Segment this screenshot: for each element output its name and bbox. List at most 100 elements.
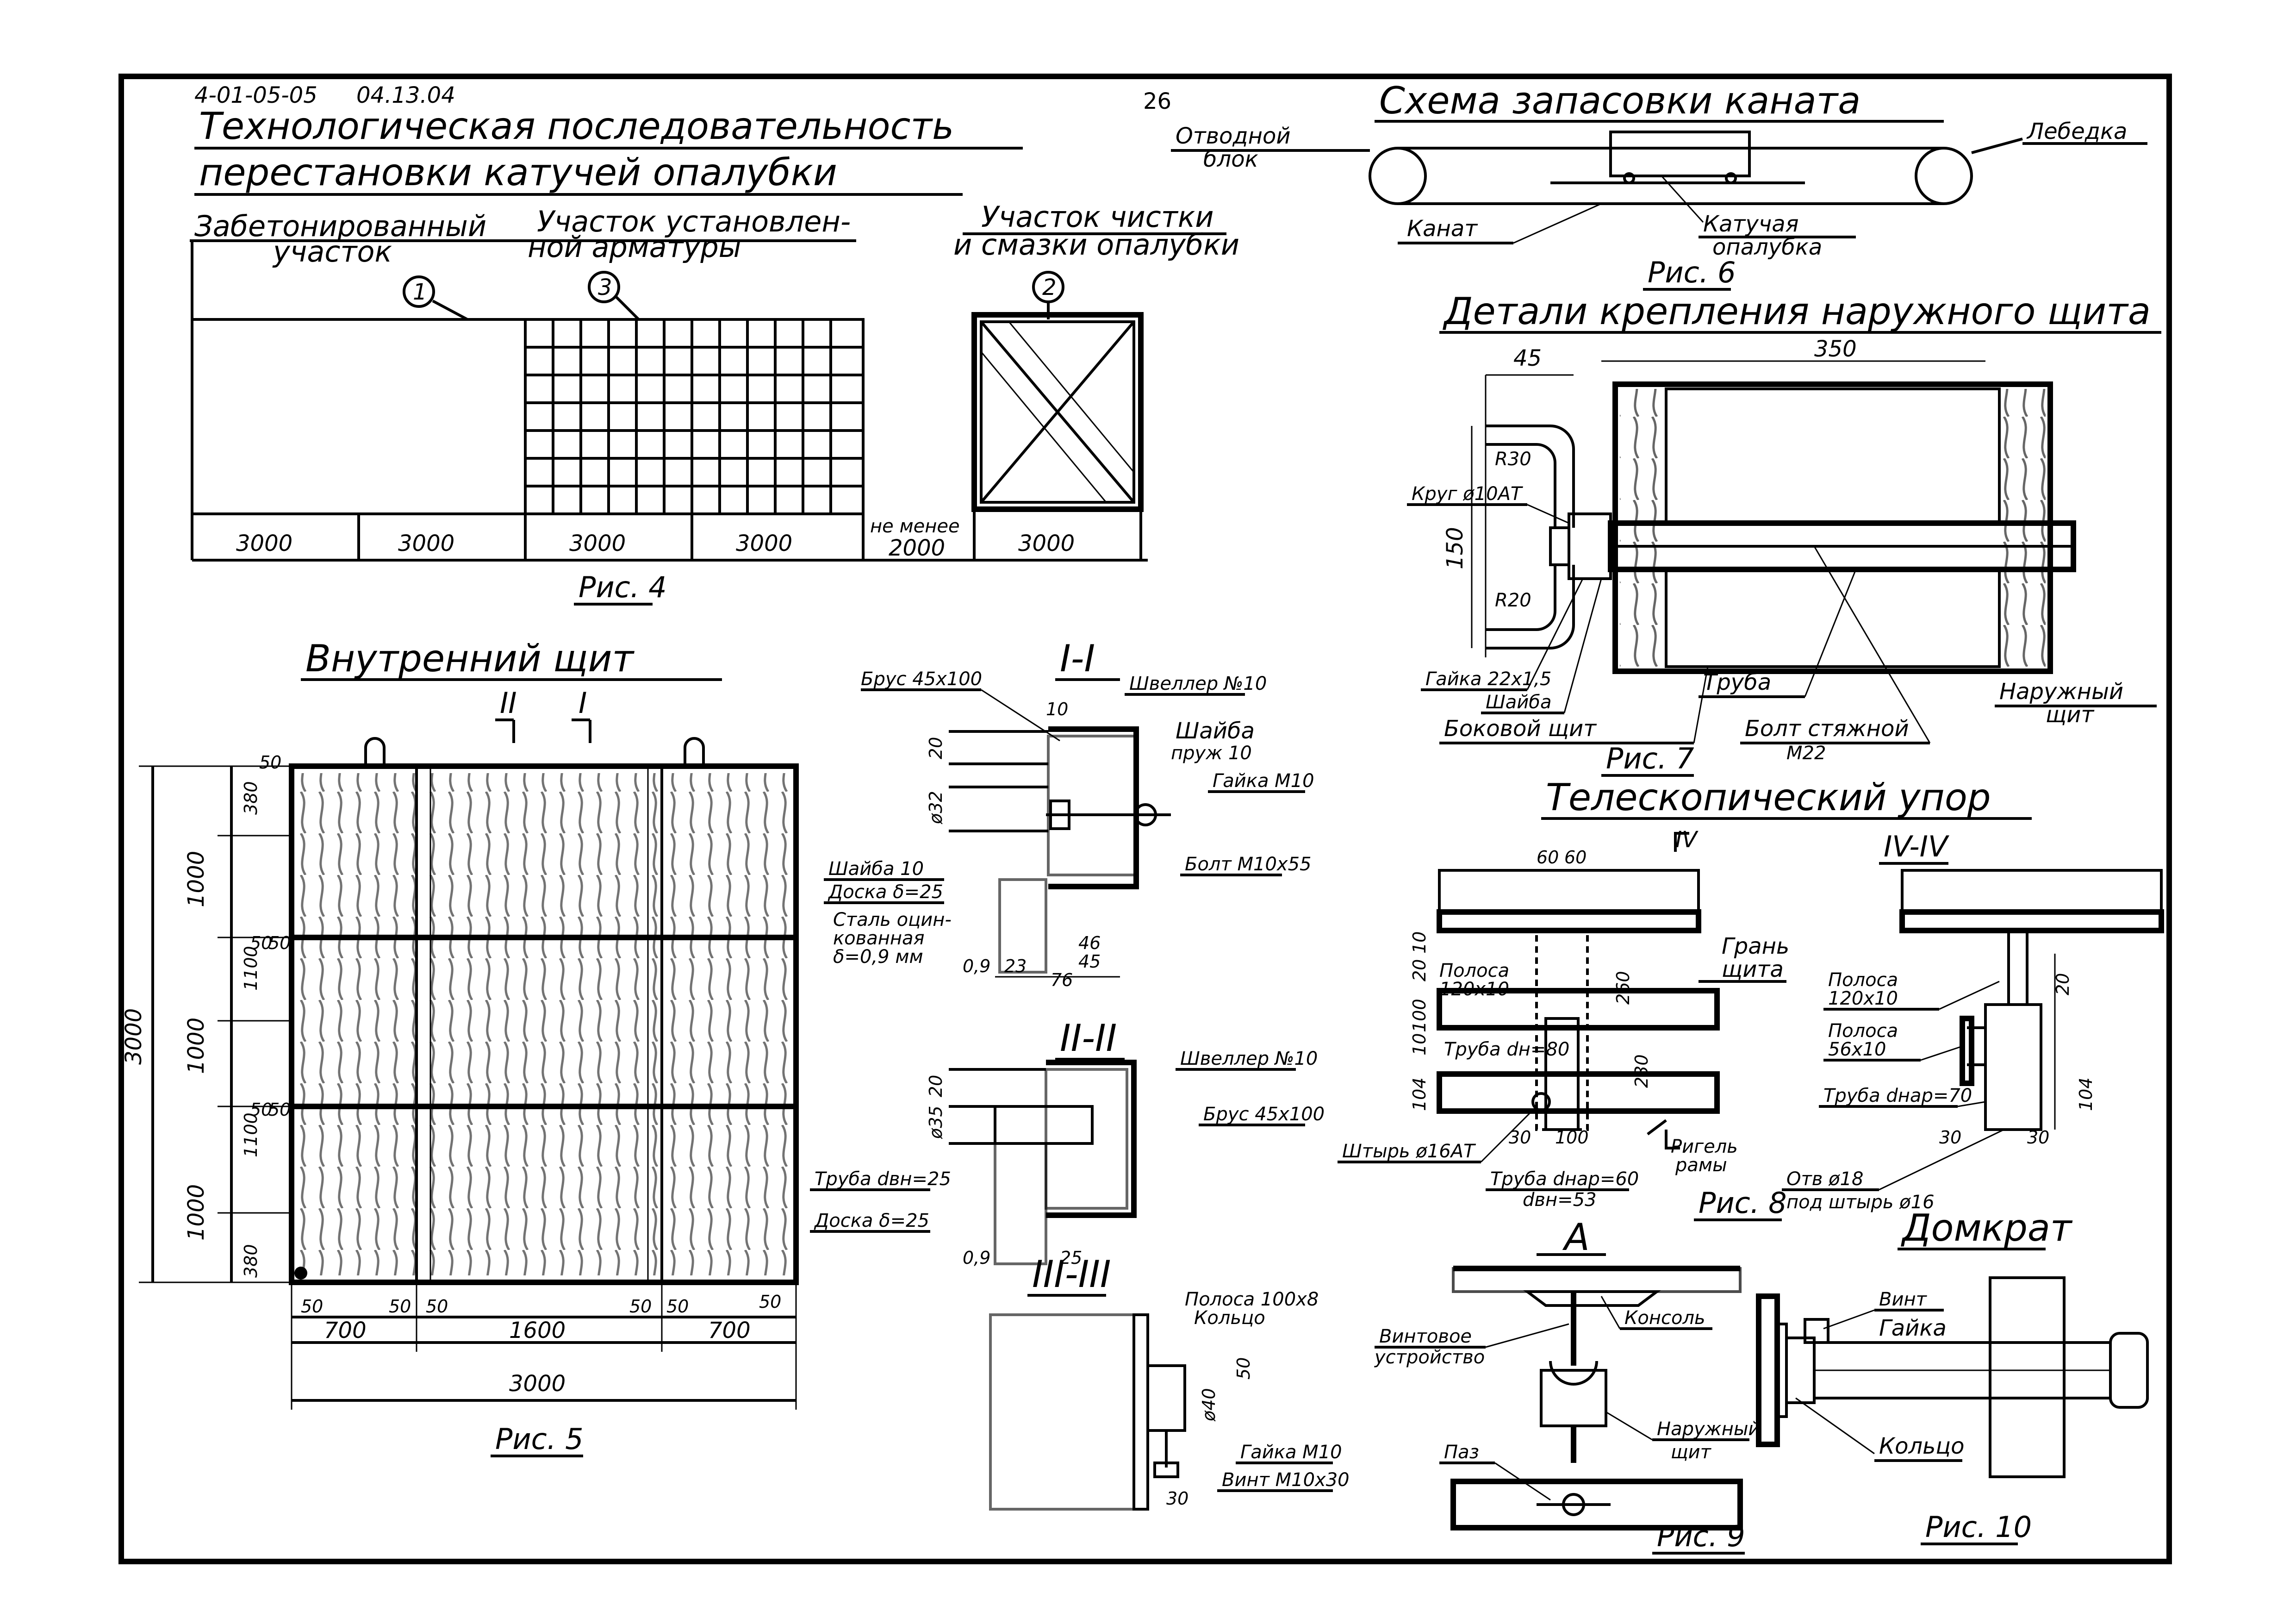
fig8-label-polosa-1: Полоса [1439,960,1509,981]
fig8-marker-iv: IV [1675,827,1699,853]
secI-dim-20: 20 [926,737,946,759]
bottom-dim-1600: 1600 [509,1318,566,1343]
fig6-label-lebedka: Лебедка [2026,119,2127,144]
fig8-r-truba: Труба dнар=70 [1823,1085,1972,1106]
section-mark-I: I [579,686,587,720]
fig7-caption: Рис. 7 [1606,742,1694,775]
fig6-label-otvod-1: Отводной [1176,123,1291,149]
secI-label-stal-3: δ=0,9 мм [833,946,923,968]
secII-label-doska: Доска δ=25 [814,1210,929,1231]
svg-text:2: 2 [1042,275,1057,300]
fig4-sequence-plan: Технологическая последовательность перес… [190,105,1239,606]
fig5-inner-shield: Внутренний щит II I 380 1000 1100 1000 1 [121,637,799,1457]
fig9-label-paz: Паз [1444,1442,1479,1463]
zone1-concreted [191,318,527,515]
fig6-caption: Рис. 6 [1648,256,1736,289]
secI-label-shveller: Швеллер №10 [1129,673,1267,694]
fig7-dim-150: 150 [1442,527,1468,569]
secI-label-stal-2: кованная [833,928,925,949]
secI-label-stal-1: Сталь оцин- [833,909,952,931]
fig10-label-kolco: Кольцо [1879,1433,1964,1459]
svg-text:1: 1 [413,279,427,305]
fig8-dim-60b: 60 [1564,847,1587,868]
fig7-label-bokovoi: Боковой щит [1444,716,1597,742]
sheet-frame [118,74,2172,1564]
fig10-jack: Домкрат Винт Гайка Кольцо Рис. 10 [1756,1206,2149,1545]
small-dim-2: 50 [250,933,272,953]
fig4-title-line1: Технологическая последовательность [199,105,954,148]
fig7-label-bolt-2: М22 [1786,743,1826,764]
side-dim-380-top: 380 [241,781,261,815]
fig5-title: Внутренний щит [305,637,635,680]
fig9-label-narug-2: щит [1671,1442,1712,1463]
zone3-label-line1: Участок установлен- [537,205,851,238]
rolling-formwork-block [1609,131,1751,177]
fig8-r-dim-20: 20 [2053,973,2073,995]
diverter-block [1369,147,1427,205]
secI-dim-45: 45 [1078,951,1101,972]
section-mark-II: II [500,686,517,720]
fig7-dim-R20: R20 [1495,590,1531,611]
zone3-label-line2: ной арматуры [528,230,741,264]
section-I-I: I-I Брус 45х100 Швеллер №10 Шайба пруж 1… [824,637,1314,990]
secI-label-gaika: Гайка М10 [1213,770,1314,792]
fig8-dim-100: 100 [1409,999,1430,1032]
fig7-dim-R30: R30 [1495,449,1531,470]
secII-label-shveller: Швеллер №10 [1180,1048,1318,1069]
fig8-telescopic-stop: Телескопический упор IV 60 60 260 230 10… [1338,776,2164,1221]
fig4-dim-1: 3000 [236,531,292,556]
zone2-cleaning [971,312,1144,512]
fig8-r-dim-30b: 30 [2027,1127,2049,1148]
fig8-r-polosa2-2: 56х10 [1828,1039,1886,1060]
marker-3 [588,271,620,303]
fig6-rope-scheme: Схема запасовки каната Отводной блок Леб… [1171,79,2147,291]
shield-panel [289,763,799,1285]
secI-title: I-I [1060,637,1095,680]
small-dim-1: 50 [259,752,281,773]
fig8-label-gran-1: Грань [1722,933,1789,959]
small-dim-6: 50 [759,1292,781,1312]
fig8-dim-260: 260 [1613,971,1633,1005]
fig7-label-bolt-1: Болт стяжной [1745,716,1909,742]
secIII-label-kolco: Кольцо [1194,1307,1265,1329]
secI-label-shaiba-2: пруж 10 [1171,743,1252,764]
side-dim-1100-b: 1100 [241,1112,261,1157]
bottom-dim-50-e: 50 [666,1296,689,1317]
secII-dim-09: 0,9 [963,1248,990,1268]
bottom-dim-700-b: 700 [708,1318,751,1343]
fig8-title: Телескопический упор [1546,776,1991,819]
fig8-label-truba-out-1: Труба dнар=60 [1490,1168,1639,1190]
winch [1915,147,1973,205]
fig7-outer-shield-fastening: Детали крепления наружного щита 45 350 1… [1407,290,2161,777]
fig6-label-kat-1: Катучая [1703,211,1799,237]
fig9-caption: Рис. 9 [1657,1519,1745,1553]
small-dim-3: 50 [268,933,291,953]
secIII-label-gaika: Гайка М10 [1240,1442,1342,1463]
fig4-dim-5: 3000 [1018,531,1075,556]
zone2-label-line1: Участок чистки [981,200,1214,234]
fig7-title: Детали крепления наружного щита [1443,290,2151,333]
small-dim-4: 50 [250,1099,272,1120]
fig7-dim-45: 45 [1513,345,1542,371]
secIII-label-polosa: Полоса 100х8 [1185,1289,1319,1310]
fig8-label-gran-2: щита [1722,956,1784,982]
fig7-label-narug-2: щит [2046,702,2095,728]
secIII-title: III-III [1032,1253,1111,1296]
fig8-otv-2: под штырь ø16 [1786,1192,1935,1213]
fig8-label-rigel-1: Ригель [1671,1136,1738,1157]
fig4-dim-2: 3000 [398,531,454,556]
secI-dim-23: 23 [1004,956,1027,976]
bottom-dim-50-d: 50 [629,1296,652,1317]
fig6-title: Схема запасовки каната [1379,79,1860,122]
fig8-label-truba-in: Труба dн=80 [1444,1039,1569,1060]
fig10-title: Домкрат [1901,1206,2073,1249]
secI-dim-09: 0,9 [963,956,990,976]
small-dim-5: 50 [268,1099,291,1120]
fig8-dim-100b: 100 [1555,1127,1589,1148]
fig7-label-krug: Круг ø10АТ [1412,483,1524,505]
fig8-label-polosa-2: 120х10 [1439,979,1509,1000]
fig9-label-narug-1: Наружный [1657,1418,1760,1440]
fig8-label-rigel-2: рамы [1675,1155,1727,1176]
secI-dim-46: 46 [1078,933,1101,953]
